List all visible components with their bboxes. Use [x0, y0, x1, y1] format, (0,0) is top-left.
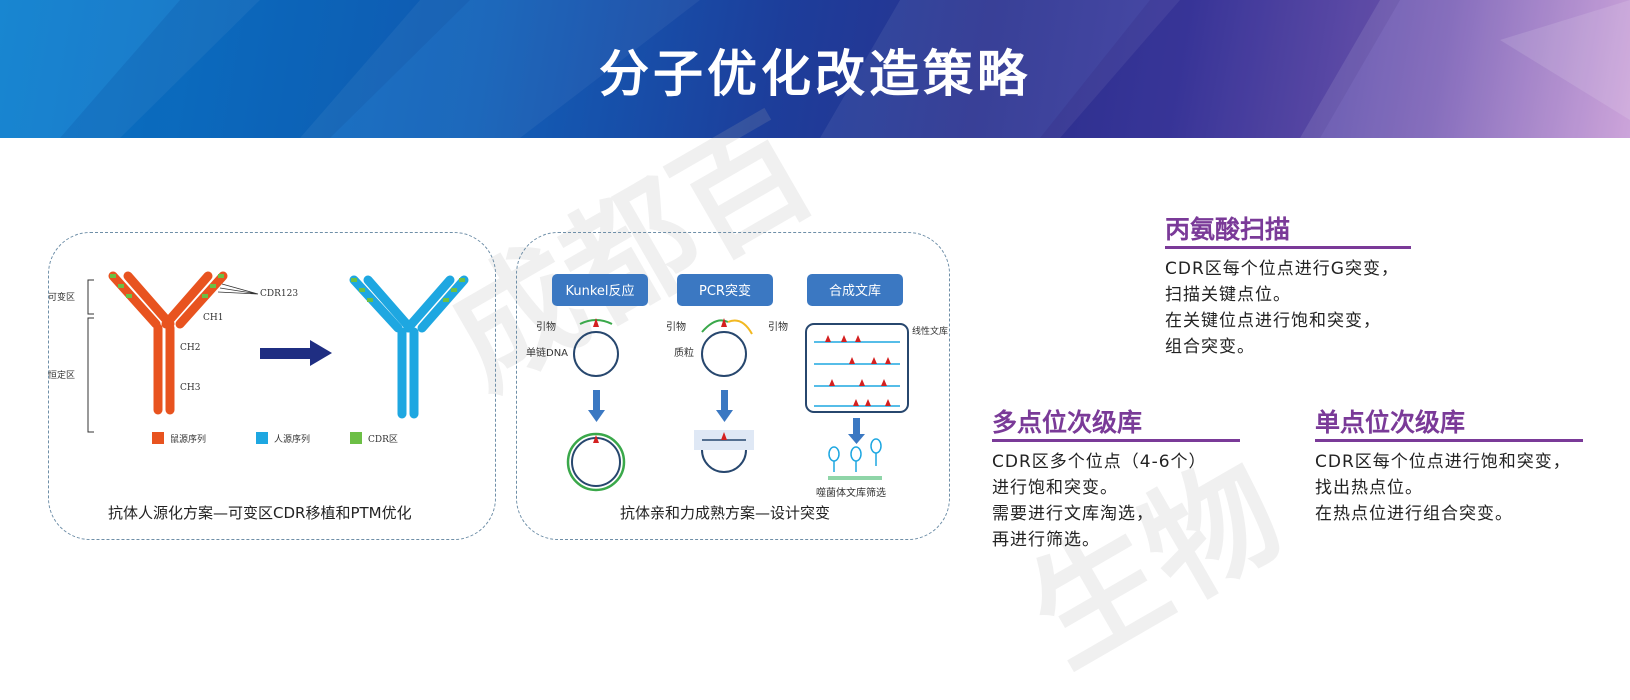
- page-title: 分子优化改造策略: [599, 45, 1031, 103]
- section-single-site-line-2: 找出热点位。: [1315, 478, 1423, 498]
- section-multi-site-line-2: 进行饱和突变。: [992, 478, 1118, 498]
- variable-bracket: [87, 279, 94, 315]
- label-variable: 可变区: [48, 291, 75, 303]
- constant-bracket: [87, 317, 94, 433]
- header-banner: 分子优化改造策略: [0, 0, 1630, 138]
- humanization-caption: 抗体人源化方案—可变区CDR移植和PTM优化: [108, 504, 412, 522]
- section-single-site-line-3: 在热点位进行组合突变。: [1315, 504, 1513, 524]
- method-pcr-label: PCR突变: [699, 283, 751, 299]
- section-alanine-line-3: 在关键位点进行饱和突变，: [1165, 311, 1381, 331]
- human-antibody: [349, 275, 469, 419]
- humanization-panel: [48, 232, 496, 540]
- legend-label-mouse: 鼠源序列: [170, 433, 206, 445]
- section-alanine-line-2: 扫描关键点位。: [1165, 285, 1291, 305]
- pcr-diagram: 引物 引物 质粒: [666, 318, 788, 473]
- section-multi-site-body: CDR区多个位点（4-6个） 进行饱和突变。 需要进行文库淘选， 再进行筛选。: [992, 449, 1207, 553]
- section-single-site-title: 单点位次级库: [1315, 408, 1466, 437]
- section-alanine-body: CDR区每个位点进行G突变， 扫描关键点位。 在关键位点进行饱和突变， 组合突变…: [1165, 256, 1399, 360]
- label-plasmid: 质粒: [674, 346, 694, 359]
- section-single-site-underline: [1315, 439, 1583, 442]
- method-library-label: 合成文库: [829, 283, 881, 299]
- kunkel-diagram: 引物 单链DNA: [526, 318, 626, 492]
- mouse-antibody: [108, 271, 228, 415]
- section-multi-site-title: 多点位次级库: [992, 408, 1143, 437]
- method-kunkel-box: [552, 274, 648, 306]
- section-alanine-underline: [1165, 246, 1411, 249]
- label-ch3: CH3: [180, 383, 201, 393]
- legend: 鼠源序列 人源序列 CDR区: [152, 432, 398, 445]
- label-linear-library: 线性文库: [912, 325, 948, 337]
- banner-background-pattern: [0, 0, 1630, 138]
- legend-swatch-mouse: [152, 432, 164, 444]
- section-multi-site-line-4: 再进行筛选。: [992, 530, 1100, 550]
- label-phage-screen: 噬菌体文库筛选: [816, 486, 886, 499]
- legend-swatch-cdr: [350, 432, 362, 444]
- label-primer-1: 引物: [536, 320, 556, 333]
- label-primer-3: 引物: [768, 320, 788, 333]
- section-alanine-line-4: 组合突变。: [1165, 337, 1255, 357]
- section-alanine-title: 丙氨酸扫描: [1165, 215, 1291, 244]
- label-ch1: CH1: [203, 313, 223, 323]
- method-library-box: [807, 274, 903, 306]
- label-ch2: CH2: [180, 343, 200, 353]
- label-ssdna: 单链DNA: [526, 346, 568, 359]
- section-multi-site-line-1: CDR区多个位点（4-6个）: [992, 452, 1207, 472]
- section-multi-site-underline: [992, 439, 1240, 442]
- method-kunkel-label: Kunkel反应: [565, 283, 634, 299]
- section-multi-site-line-3: 需要进行文库淘选，: [992, 504, 1154, 524]
- humanization-arrow: [260, 340, 332, 366]
- section-single-site-line-1: CDR区每个位点进行饱和突变，: [1315, 452, 1571, 472]
- label-constant: 恒定区: [48, 369, 75, 381]
- legend-swatch-human: [256, 432, 268, 444]
- label-primer-2: 引物: [666, 320, 686, 333]
- label-cdr: CDR123: [260, 289, 298, 299]
- section-single-site-body: CDR区每个位点进行饱和突变， 找出热点位。 在热点位进行组合突变。: [1315, 449, 1571, 527]
- affinity-maturation-diagram: Kunkel反应 PCR突变 合成文库 引物 单链DNA 引物 引物 质粒: [526, 274, 948, 499]
- legend-label-cdr: CDR区: [368, 434, 398, 445]
- method-pcr-box: [677, 274, 773, 306]
- affinity-maturation-panel: [516, 232, 950, 540]
- affinity-caption: 抗体亲和力成熟方案—设计突变: [620, 504, 831, 522]
- library-diagram: 线性文库 噬菌体文库筛选: [805, 323, 948, 499]
- humanization-diagram: 可变区 恒定区 CDR123 CH1 CH2 CH3: [48, 271, 469, 445]
- section-alanine-line-1: CDR区每个位点进行G突变，: [1165, 259, 1399, 279]
- legend-label-human: 人源序列: [274, 433, 310, 445]
